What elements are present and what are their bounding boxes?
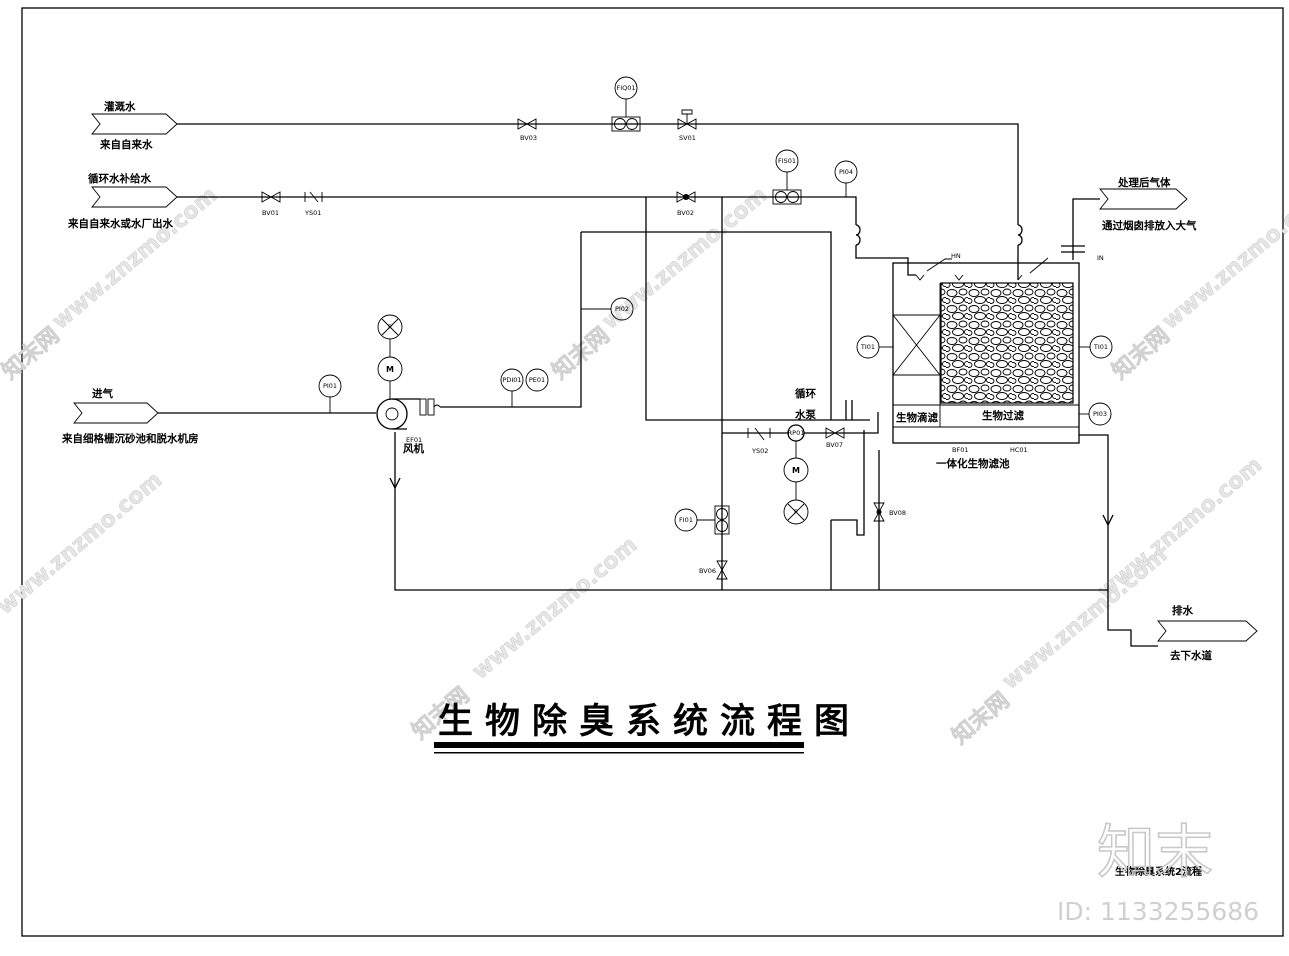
outlet-gas: 处理后气体 通过烟囱排放入大气	[1099, 176, 1197, 232]
instrument-ti01-right: TI01	[1079, 335, 1113, 359]
label-gas-out: 处理后气体	[1117, 176, 1171, 189]
svg-text:FI01: FI01	[679, 516, 693, 524]
svg-text:BV01: BV01	[262, 209, 279, 217]
svg-text:www.znzmo.com: www.znzmo.com	[1158, 183, 1289, 335]
svg-text:BV07: BV07	[826, 441, 843, 449]
svg-text:M: M	[386, 365, 394, 374]
svg-text:BV06: BV06	[699, 567, 716, 575]
svg-text:FIQ01: FIQ01	[616, 84, 635, 92]
bottom-caption: 生物除臭系统2流程	[1115, 865, 1202, 878]
valve-sv01[interactable]: SV01	[677, 109, 697, 142]
svg-text:IN: IN	[1097, 254, 1104, 262]
svg-text:知末网: 知末网	[1107, 322, 1174, 384]
valve-bv02[interactable]: BV02	[676, 191, 696, 217]
label-bio-filter: 生物过滤	[982, 409, 1024, 422]
instrument-pe01: PE01	[525, 368, 549, 392]
svg-text:PI01: PI01	[323, 382, 337, 390]
svg-text:PDI01: PDI01	[502, 376, 521, 384]
label-irrigation: 灌溉水	[104, 100, 136, 113]
label-gas-dest: 通过烟囱排放入大气	[1102, 219, 1197, 232]
label-intake: 进气	[92, 387, 113, 400]
label-circulation-source: 来自自来水或水厂出水	[67, 217, 173, 230]
valve-bv08[interactable]: BV08	[873, 502, 906, 522]
label-tank: 一体化生物滤池	[936, 457, 1010, 470]
svg-text:BF01: BF01	[952, 446, 968, 454]
svg-text:PI02: PI02	[615, 305, 629, 313]
valve-bv01[interactable]: BV01	[261, 191, 281, 217]
valve-bv03[interactable]: BV03	[517, 118, 537, 142]
biofilter-tank: 生物滴滤 生物过滤 HN IN BF01 HC01 一体化生物滤池	[892, 252, 1104, 470]
svg-text:PI04: PI04	[839, 168, 853, 176]
instrument-pi04: PI04	[834, 160, 858, 197]
flowmeter-fis01: FIS01	[772, 149, 802, 205]
label-circulation: 循环水补给水	[88, 172, 151, 185]
svg-text:HN: HN	[951, 252, 961, 260]
svg-text:www.znzmo.com: www.znzmo.com	[0, 468, 167, 620]
svg-text:PE01: PE01	[529, 376, 545, 384]
flowmeter-fi01: FI01	[674, 505, 730, 535]
label-drain: 排水	[1172, 604, 1194, 617]
id-watermark: ID: 1133255686	[1057, 897, 1259, 926]
watermark-layer: 知末网 www.znzmo.com www.znzmo.com 知末网 www.…	[0, 182, 1289, 750]
svg-text:P: P	[388, 323, 392, 331]
svg-text:知末网: 知末网	[947, 687, 1014, 749]
label-pump-2: 水泵	[794, 408, 816, 421]
svg-text:www.znzmo.com: www.znzmo.com	[48, 183, 222, 335]
svg-text:BV02: BV02	[677, 209, 694, 217]
label-drain-dest: 去下水道	[1170, 649, 1212, 662]
valve-bv06[interactable]: BV06	[699, 560, 728, 580]
valve-bv07[interactable]: BV07	[825, 427, 845, 449]
svg-text:RP01: RP01	[788, 429, 805, 437]
inlet-circulation: 循环水补给水 来自自来水或水厂出水	[67, 172, 178, 230]
label-intake-source: 来自细格栅沉砂池和脱水机房	[61, 432, 199, 445]
pump-rp01: RP01 循环 水泵 M P	[783, 387, 816, 525]
filter-media	[940, 282, 1074, 404]
pipe-network	[158, 123, 1158, 647]
svg-text:FIS01: FIS01	[778, 157, 796, 165]
outlet-drain: 排水 去下水道	[1157, 604, 1258, 662]
svg-text:HC01: HC01	[1010, 446, 1028, 454]
drawing-border	[21, 7, 1284, 937]
svg-text:BV03: BV03	[520, 134, 537, 142]
svg-text:YS02: YS02	[751, 447, 768, 455]
svg-text:知末网: 知末网	[0, 322, 64, 384]
svg-text:YS01: YS01	[304, 209, 321, 217]
instrument-ti01-left: TI01	[856, 335, 893, 359]
svg-text:M: M	[792, 466, 800, 475]
svg-text:EF01: EF01	[406, 436, 422, 444]
label-bio-drip: 生物滴滤	[896, 411, 938, 424]
instrument-pdi01: PDI01	[500, 368, 524, 407]
diagram-title: 生物除臭系统流程图	[434, 701, 861, 754]
svg-text:TI01: TI01	[1093, 343, 1108, 351]
inlet-air: 进气 来自细格栅沉砂池和脱水机房	[61, 387, 199, 445]
svg-text:TI01: TI01	[860, 343, 875, 351]
flowmeter-fiq01: FIQ01	[611, 76, 641, 132]
svg-text:P: P	[794, 508, 798, 516]
strainer-ys02[interactable]: YS02	[747, 427, 771, 455]
label-irrigation-source: 来自自来水	[99, 138, 153, 151]
svg-text:BV08: BV08	[889, 509, 906, 517]
svg-text:www.znzmo.com: www.znzmo.com	[1093, 453, 1267, 605]
svg-text:生物除臭系统流程图: 生物除臭系统流程图	[438, 701, 861, 742]
instrument-pi03: PI03	[1079, 402, 1112, 426]
svg-text:SV01: SV01	[679, 134, 696, 142]
svg-text:PI03: PI03	[1093, 410, 1107, 418]
brand-logo: 知末	[1097, 818, 1213, 886]
label-pump-1: 循环	[795, 387, 816, 400]
fan-ef01: P M EF01 风机	[376, 314, 441, 455]
strainer-ys01[interactable]: YS01	[304, 191, 323, 217]
instrument-pi01: PI01	[318, 374, 342, 413]
label-fan: 风机	[403, 442, 424, 455]
inlet-irrigation: 灌溉水 来自自来水	[91, 100, 178, 151]
instrument-pi02: PI02	[581, 297, 634, 321]
svg-text:www.znzmo.com: www.znzmo.com	[468, 533, 642, 685]
